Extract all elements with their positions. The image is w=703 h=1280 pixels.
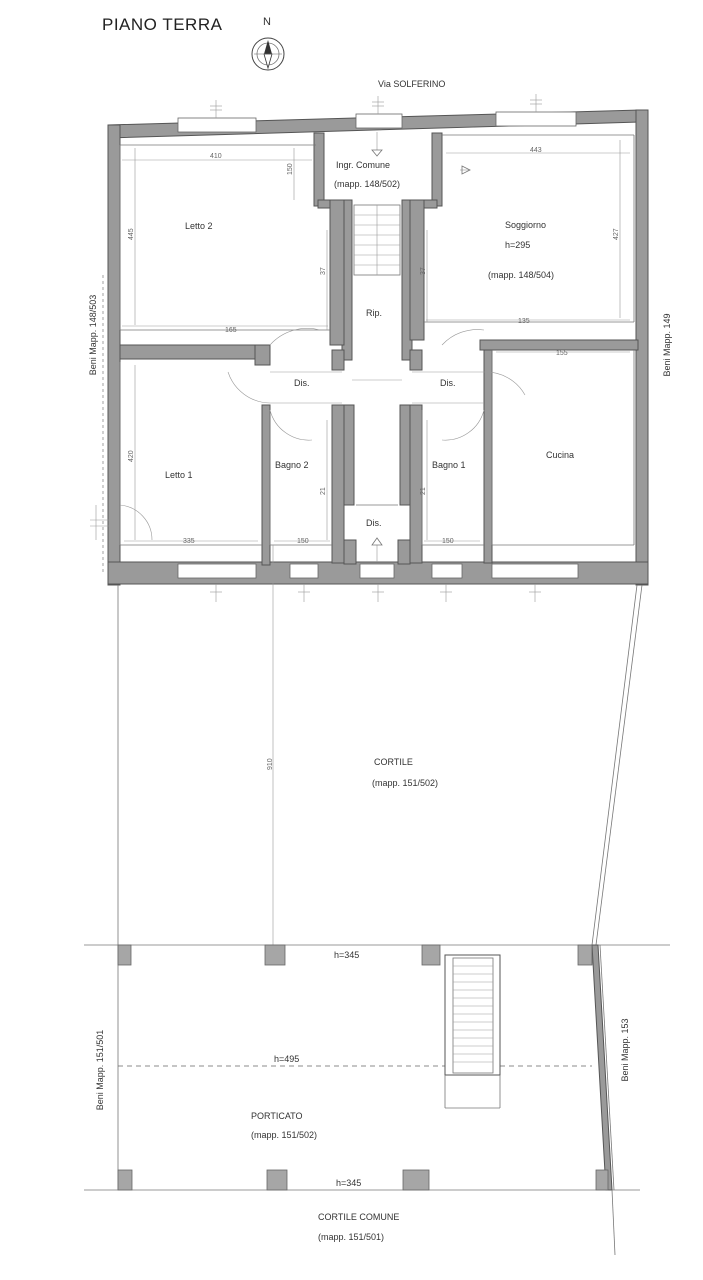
door-swings [119,132,526,562]
north-label: N [263,16,271,28]
dim-cortile-v: 910 [267,758,274,770]
room-rip: Rip. [366,308,382,318]
street-label: Via SOLFERINO [378,79,445,89]
cortile-comune-label: CORTILE COMUNE [318,1212,399,1222]
room-soggiorno-h: h=295 [505,240,530,250]
porticato-area [84,944,670,1256]
room-ingresso: Ingr. Comune [336,160,390,170]
neighbor-left-top: Beni Mapp. 148/503 [88,295,98,376]
dim-letto2-w: 410 [210,153,222,160]
dim-rip-v-left: 37 [320,267,327,275]
windows-top [177,94,577,133]
porticato-label: PORTICATO [251,1111,303,1121]
cortile-comune-mapp: (mapp. 151/501) [318,1232,384,1242]
dim-rip-v-right: 37 [420,267,427,275]
room-ingresso-mapp: (mapp. 148/502) [334,179,400,189]
dim-bagno-v-left: 21 [320,487,327,495]
dim-bagno2-w: 150 [297,538,309,545]
dim-cucina-w: 155 [556,350,568,357]
room-cucina: Cucina [546,450,574,460]
dim-ingr-v: 150 [287,163,294,175]
porticato-h-top: h=345 [334,950,359,960]
room-letto2: Letto 2 [185,221,213,231]
cortile-mapp: (mapp. 151/502) [372,778,438,788]
porticato-h-bottom: h=345 [336,1178,361,1188]
room-bagno1: Bagno 1 [432,460,466,470]
neighbor-right-top: Beni Mapp. 149 [662,313,672,376]
dim-letto1-h: 420 [128,450,135,462]
room-dis-left: Dis. [294,378,310,388]
room-letto1: Letto 1 [165,470,193,480]
plan-title: PIANO TERRA [102,15,223,34]
compass-icon [251,37,285,71]
porticato-mapp: (mapp. 151/502) [251,1130,317,1140]
porticato-h-mid: h=495 [274,1054,299,1064]
dimension-lines [122,140,630,542]
dim-sogg-w: 443 [530,147,542,154]
cortile-area [117,545,643,946]
dim-bagno1-w: 150 [442,538,454,545]
dim-bagno-v-right: 21 [420,487,427,495]
neighbor-right-bottom: Beni Mapp. 153 [620,1018,630,1081]
interior-lines [119,134,635,546]
stairs-porticato [444,954,501,1109]
room-dis-right: Dis. [440,378,456,388]
room-soggiorno: Soggiorno [505,220,546,230]
neighbor-left-bottom: Beni Mapp. 151/501 [95,1030,105,1111]
room-bagno2: Bagno 2 [275,460,309,470]
windows-bottom [90,505,579,602]
cortile-label: CORTILE [374,757,413,767]
room-soggiorno-mapp: (mapp. 148/504) [488,270,554,280]
dim-letto2-w2: 165 [225,327,237,334]
dim-letto2-h: 445 [128,228,135,240]
dim-sogg-w2: 135 [518,318,530,325]
room-dis-bottom: Dis. [366,518,382,528]
stairs-building [353,204,401,276]
dim-letto1-w: 335 [183,538,195,545]
dim-sogg-h: 427 [613,228,620,240]
